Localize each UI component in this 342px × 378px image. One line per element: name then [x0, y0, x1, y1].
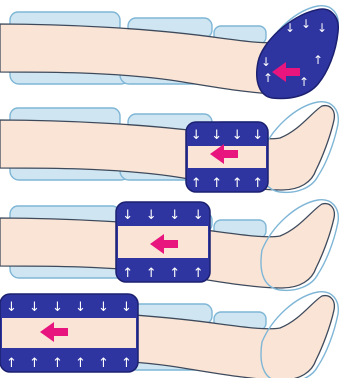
leg-under-chamber	[2, 318, 136, 348]
up-arrow-icon: ↑	[299, 75, 309, 89]
up-arrow-icon: ↑	[75, 356, 86, 371]
down-arrow-icon: ↓	[122, 208, 133, 223]
step-3-knee: ↓ ↑ ↓ ↑ ↓ ↑ ↓ ↑	[0, 200, 338, 291]
down-arrow-icon: ↓	[6, 300, 17, 315]
down-arrow-icon: ↓	[301, 17, 311, 31]
down-arrow-icon: ↓	[191, 128, 202, 143]
up-arrow-icon: ↑	[191, 176, 202, 191]
up-arrow-icon: ↑	[121, 356, 132, 371]
down-arrow-icon: ↓	[211, 128, 222, 143]
up-arrow-icon: ↑	[211, 176, 222, 191]
up-arrow-icon: ↑	[169, 266, 180, 281]
up-arrow-icon: ↑	[232, 176, 243, 191]
down-arrow-icon: ↓	[232, 128, 243, 143]
up-arrow-icon: ↑	[122, 266, 133, 281]
step-1-foot: ↓ ↓ ↓ ↓ ↑ ↑ ↑	[0, 6, 338, 99]
down-arrow-icon: ↓	[75, 300, 86, 315]
up-arrow-icon: ↑	[263, 71, 273, 85]
down-arrow-icon: ↓	[52, 300, 63, 315]
up-arrow-icon: ↑	[52, 356, 63, 371]
down-arrow-icon: ↓	[261, 55, 271, 69]
down-arrow-icon: ↓	[29, 300, 40, 315]
step-4-thigh: ↓ ↑ ↓ ↑ ↓ ↑ ↓ ↑ ↓ ↑ ↓ ↑	[0, 292, 338, 378]
up-arrow-icon: ↑	[193, 266, 204, 281]
up-arrow-icon: ↑	[98, 356, 109, 371]
up-arrow-icon: ↑	[29, 356, 40, 371]
up-arrow-icon: ↑	[313, 53, 323, 67]
up-arrow-icon: ↑	[252, 176, 263, 191]
down-arrow-icon: ↓	[121, 300, 132, 315]
down-arrow-icon: ↓	[285, 21, 295, 35]
down-arrow-icon: ↓	[146, 208, 157, 223]
up-arrow-icon: ↑	[146, 266, 157, 281]
down-arrow-icon: ↓	[252, 128, 263, 143]
down-arrow-icon: ↓	[317, 21, 327, 35]
down-arrow-icon: ↓	[193, 208, 204, 223]
down-arrow-icon: ↓	[98, 300, 109, 315]
up-arrow-icon: ↑	[6, 356, 17, 371]
step-2-calf: ↓ ↑ ↓ ↑ ↓ ↑ ↓ ↑	[0, 102, 338, 193]
down-arrow-icon: ↓	[169, 208, 180, 223]
